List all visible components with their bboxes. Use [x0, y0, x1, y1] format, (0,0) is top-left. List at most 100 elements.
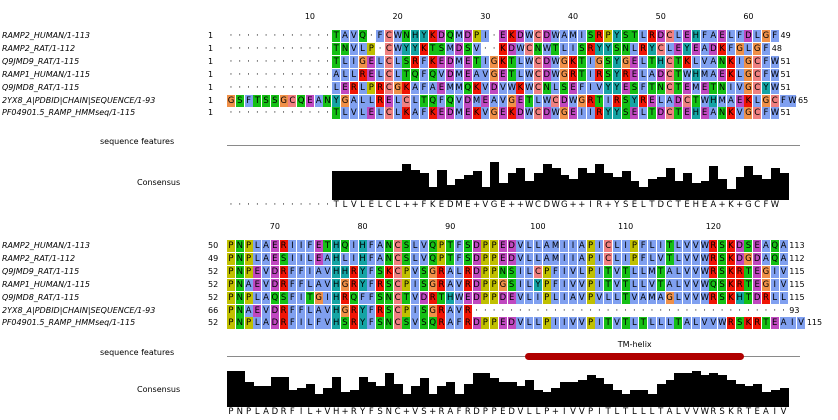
residue-cell[interactable]: ·: [264, 108, 268, 119]
residue-cell[interactable]: L: [630, 42, 639, 55]
residue-cell[interactable]: F: [297, 265, 306, 278]
residue-cell[interactable]: A: [349, 94, 358, 107]
residue-cell[interactable]: T: [437, 291, 446, 304]
residue-cell[interactable]: ·: [773, 305, 777, 316]
residue-cell[interactable]: L: [341, 68, 349, 81]
residue-cell[interactable]: P: [542, 265, 551, 278]
residue-cell[interactable]: K: [683, 55, 692, 68]
residue-cell[interactable]: R: [735, 278, 744, 291]
residue-cell[interactable]: E: [683, 107, 692, 120]
residue-cell[interactable]: T: [691, 94, 700, 107]
residue-cell[interactable]: ·: [299, 31, 303, 41]
residue-cell[interactable]: E: [700, 81, 709, 94]
residue-cell[interactable]: V: [691, 240, 700, 252]
residue-cell[interactable]: C: [604, 240, 613, 252]
residue-cell[interactable]: P: [472, 30, 481, 42]
residue-cell[interactable]: V: [516, 240, 525, 252]
residue-cell[interactable]: V: [569, 317, 578, 330]
residue-cell[interactable]: L: [358, 81, 367, 94]
sequence-name[interactable]: PF04901.5_RAMP_HMMseq/1-115: [2, 108, 136, 118]
residue-cell[interactable]: K: [428, 30, 437, 42]
residue-cell[interactable]: N: [533, 42, 542, 55]
residue-cell[interactable]: K: [744, 317, 753, 330]
residue-cell[interactable]: Y: [358, 278, 367, 291]
residue-cell[interactable]: P: [630, 252, 639, 265]
residue-cell[interactable]: L: [376, 55, 385, 68]
residue-cell[interactable]: E: [314, 240, 323, 252]
residue-cell[interactable]: D: [472, 252, 481, 265]
residue-cell[interactable]: V: [498, 81, 507, 94]
residue-cell[interactable]: P: [227, 278, 235, 291]
residue-cell[interactable]: F: [700, 30, 709, 42]
residue-cell[interactable]: Y: [761, 81, 770, 94]
residue-cell[interactable]: D: [507, 240, 516, 252]
residue-cell[interactable]: D: [542, 55, 551, 68]
residue-cell[interactable]: I: [569, 42, 578, 55]
residue-cell[interactable]: ·: [755, 305, 759, 316]
residue-cell[interactable]: L: [332, 81, 341, 94]
residue-cell[interactable]: R: [279, 278, 288, 291]
residue-cell[interactable]: ·: [282, 108, 285, 119]
residue-cell[interactable]: D: [463, 94, 472, 107]
residue-cell[interactable]: S: [735, 317, 744, 330]
residue-cell[interactable]: L: [639, 278, 648, 291]
residue-cell[interactable]: Y: [358, 304, 367, 317]
residue-cell[interactable]: ·: [729, 305, 733, 316]
residue-cell[interactable]: R: [376, 94, 385, 107]
residue-cell[interactable]: V: [481, 107, 490, 120]
residue-cell[interactable]: I: [305, 265, 314, 278]
residue-cell[interactable]: E: [367, 107, 376, 120]
residue-cell[interactable]: H: [358, 252, 367, 265]
residue-cell[interactable]: R: [463, 317, 472, 330]
residue-cell[interactable]: ·: [308, 108, 312, 119]
residue-cell[interactable]: K: [726, 265, 735, 278]
residue-cell[interactable]: F: [419, 68, 428, 81]
residue-cell[interactable]: R: [349, 278, 358, 291]
residue-cell[interactable]: T: [604, 265, 613, 278]
residue-cell[interactable]: I: [621, 240, 630, 252]
residue-cell[interactable]: ·: [624, 305, 627, 316]
residue-cell[interactable]: E: [735, 94, 744, 107]
residue-cell[interactable]: T: [577, 55, 586, 68]
residue-cell[interactable]: L: [753, 30, 762, 42]
residue-cell[interactable]: A: [542, 252, 551, 265]
residue-cell[interactable]: P: [586, 240, 595, 252]
residue-cell[interactable]: Q: [297, 94, 306, 107]
residue-cell[interactable]: Y: [604, 107, 613, 120]
residue-cell[interactable]: T: [744, 291, 753, 304]
residue-cell[interactable]: K: [726, 291, 735, 304]
residue-cell[interactable]: L: [305, 252, 314, 265]
residue-cell[interactable]: W: [700, 252, 709, 265]
residue-cell[interactable]: K: [507, 30, 516, 42]
residue-cell[interactable]: C: [533, 68, 542, 81]
residue-cell[interactable]: Q: [709, 278, 718, 291]
residue-cell[interactable]: I: [560, 252, 569, 265]
residue-cell[interactable]: T: [639, 317, 648, 330]
residue-cell[interactable]: F: [761, 107, 770, 120]
residue-cell[interactable]: S: [376, 291, 385, 304]
residue-cell[interactable]: T: [551, 42, 560, 55]
residue-cell[interactable]: ·: [291, 108, 294, 119]
residue-cell[interactable]: Y: [612, 68, 621, 81]
residue-cell[interactable]: R: [376, 81, 385, 94]
residue-cell[interactable]: F: [779, 94, 788, 107]
residue-cell[interactable]: G: [490, 55, 499, 68]
residue-cell[interactable]: ·: [685, 305, 689, 316]
residue-cell[interactable]: E: [437, 81, 446, 94]
residue-cell[interactable]: W: [770, 68, 780, 81]
residue-cell[interactable]: I: [297, 240, 306, 252]
residue-cell[interactable]: D: [516, 107, 525, 120]
residue-cell[interactable]: V: [455, 278, 464, 291]
residue-cell[interactable]: P: [227, 304, 235, 317]
residue-cell[interactable]: ·: [273, 108, 277, 119]
residue-cell[interactable]: L: [393, 55, 402, 68]
residue-cell[interactable]: L: [393, 94, 402, 107]
residue-cell[interactable]: T: [595, 94, 604, 107]
residue-cell[interactable]: S: [718, 278, 727, 291]
residue-cell[interactable]: ·: [247, 43, 250, 54]
residue-cell[interactable]: L: [691, 55, 700, 68]
residue-cell[interactable]: G: [498, 278, 507, 291]
residue-cell[interactable]: E: [621, 81, 630, 94]
residue-cell[interactable]: V: [481, 68, 490, 81]
residue-cell[interactable]: Y: [402, 42, 411, 55]
